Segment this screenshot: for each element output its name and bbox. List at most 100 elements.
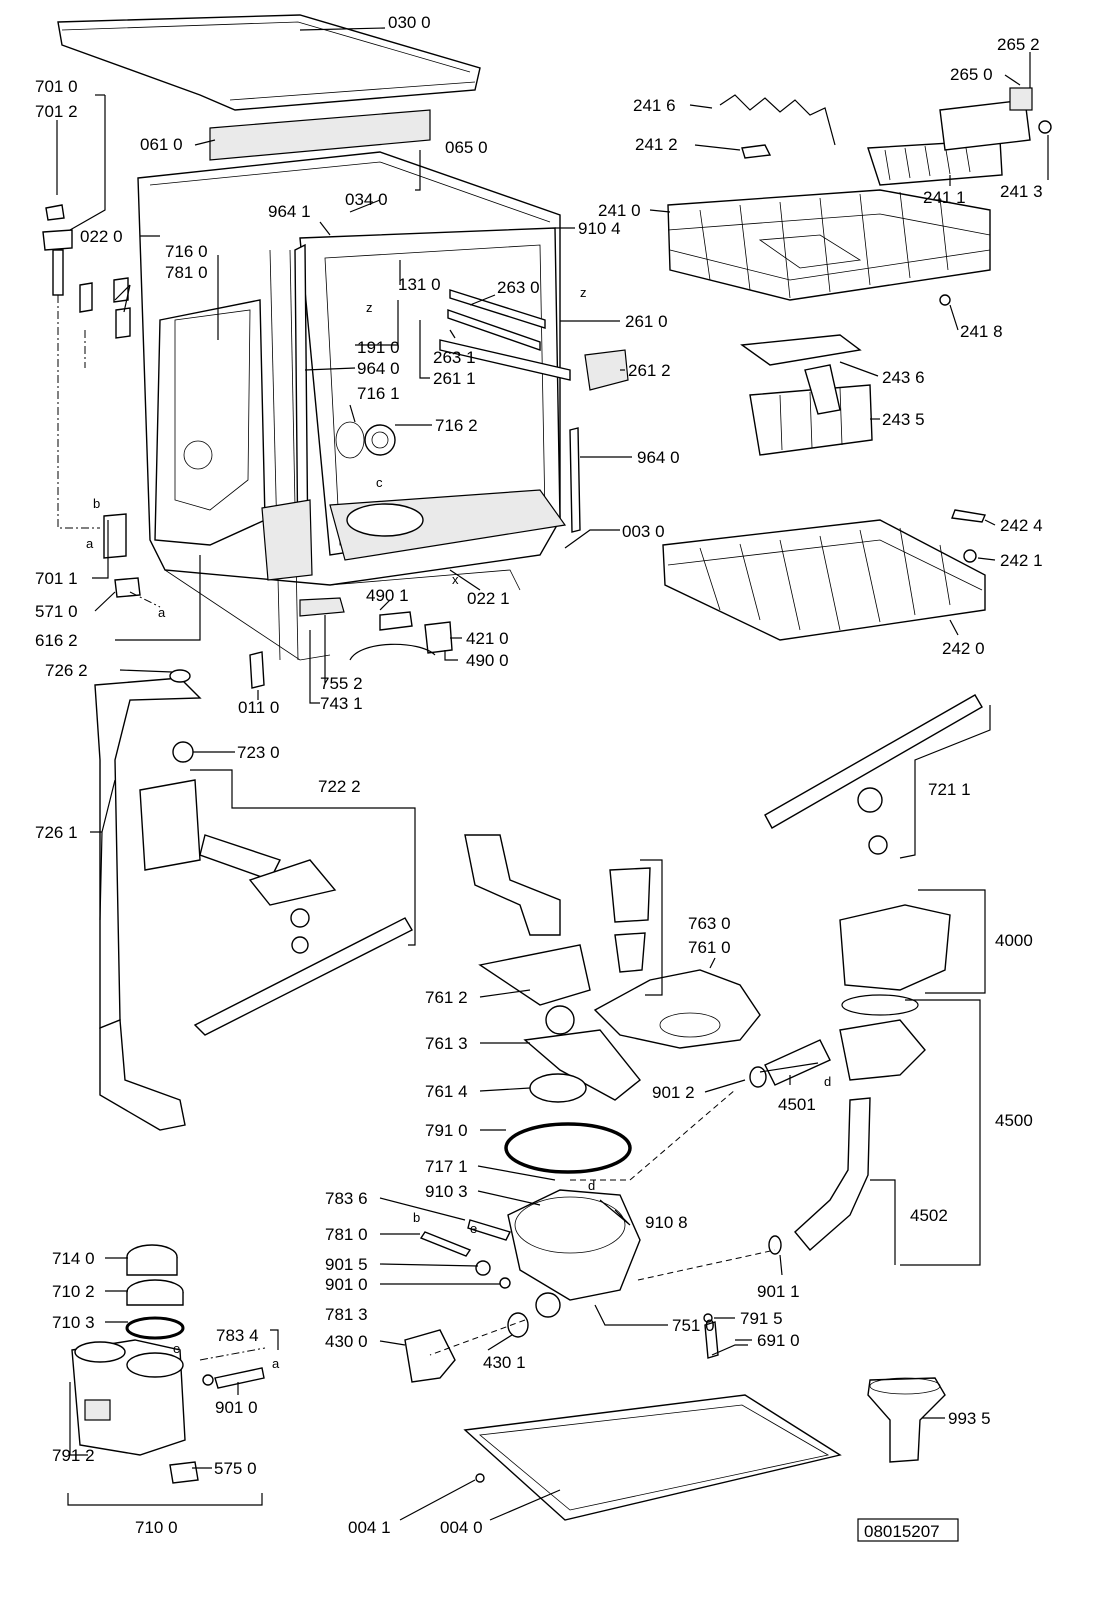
label-616-2: 616 2: [35, 631, 78, 650]
label-910-8: 910 8: [645, 1213, 688, 1232]
spray-pipe: [199, 834, 281, 881]
label-430-1: 430 1: [483, 1353, 526, 1372]
part-901-5: [475, 1260, 491, 1276]
label-717-1: 717 1: [425, 1157, 468, 1176]
letter-d2: d: [588, 1178, 595, 1193]
label-022-1: 022 1: [467, 589, 510, 608]
label-901-0b: 901 0: [215, 1398, 258, 1417]
heater-4000: [839, 904, 951, 991]
label-241-2: 241 2: [635, 135, 678, 154]
heater-4500: [839, 1019, 926, 1081]
letter-a3: a: [272, 1356, 280, 1371]
bellows-4501: [764, 1039, 831, 1086]
label-763-0: 763 0: [688, 914, 731, 933]
label-701-1: 701 1: [35, 569, 78, 588]
clamp-901-0b: [202, 1374, 214, 1386]
part-265-2: [1009, 87, 1033, 111]
letter-x: x: [452, 572, 459, 587]
part-241-2: [741, 144, 772, 159]
inlet-hose-parts: [42, 204, 141, 598]
label-910-4: 910 4: [578, 219, 621, 238]
leader-lines: [56, 27, 1049, 1521]
label-065-0: 065 0: [445, 138, 488, 157]
letter-a2: a: [158, 605, 166, 620]
drain-pipe: [464, 834, 561, 936]
pipe-783-4: [214, 1367, 265, 1389]
pump-430: [404, 1329, 456, 1383]
label-242-0: 242 0: [942, 639, 985, 658]
label-241-0: 241 0: [598, 201, 641, 220]
label-242-4: 242 4: [1000, 516, 1043, 535]
part-241-1: [867, 139, 1003, 186]
label-034-0: 034 0: [345, 190, 388, 209]
sump-751: [507, 1189, 641, 1301]
label-004-1: 004 1: [348, 1518, 391, 1537]
label-243-6: 243 6: [882, 368, 925, 387]
label-964-0a: 964 0: [357, 359, 400, 378]
insulation-strip: [209, 109, 431, 161]
label-4502: 4502: [910, 1206, 948, 1225]
letter-z1: z: [366, 300, 373, 315]
part-901-0: [499, 1277, 511, 1289]
part-labels: 030 0 701 0 701 2 061 0 065 0 034 0 022 …: [35, 13, 1043, 1537]
cutlery-basket: [740, 334, 873, 456]
label-964-0b: 964 0: [637, 448, 680, 467]
label-755-2: 755 2: [320, 674, 363, 693]
label-701-0: 701 0: [35, 77, 78, 96]
label-421-0: 421 0: [466, 629, 509, 648]
label-761-0: 761 0: [688, 938, 731, 957]
riser-pipe-bottom: [99, 1018, 186, 1131]
letter-b1: b: [93, 496, 100, 511]
label-901-5: 901 5: [325, 1255, 368, 1274]
filter-763: [609, 867, 651, 923]
upper-basket: [667, 189, 991, 301]
label-761-3: 761 3: [425, 1034, 468, 1053]
label-241-6: 241 6: [633, 96, 676, 115]
label-781-0: 781 0: [165, 263, 208, 282]
foot-011: [249, 651, 265, 689]
letter-e1: e: [470, 1221, 477, 1236]
label-783-6: 783 6: [325, 1189, 368, 1208]
label-030-0: 030 0: [388, 13, 431, 32]
base-tray: [463, 1394, 842, 1521]
label-4500: 4500: [995, 1111, 1033, 1130]
label-721-1: 721 1: [928, 780, 971, 799]
label-241-1: 241 1: [923, 188, 966, 207]
part-242-1: [963, 549, 977, 563]
part-761-3: [523, 1029, 641, 1101]
screw-004-1: [475, 1473, 485, 1483]
label-791-0: 791 0: [425, 1121, 468, 1140]
label-004-0: 004 0: [440, 1518, 483, 1537]
top-cover: [57, 14, 481, 111]
label-716-1: 716 1: [357, 384, 400, 403]
label-061-0: 061 0: [140, 135, 183, 154]
letter-c: c: [376, 475, 383, 490]
label-242-1: 242 1: [1000, 551, 1043, 570]
part-726-2: [169, 669, 191, 683]
label-901-1: 901 1: [757, 1282, 800, 1301]
label-241-8: 241 8: [960, 322, 1003, 341]
label-575-0: 575 0: [214, 1459, 257, 1478]
lower-spray-arm: [193, 917, 413, 1036]
part-755: [299, 597, 345, 617]
part-490-1: [379, 611, 413, 631]
label-263-0: 263 0: [497, 278, 540, 297]
label-490-1: 490 1: [366, 586, 409, 605]
label-571-0: 571 0: [35, 602, 78, 621]
part-421: [424, 621, 453, 654]
seal-430-1: [507, 1312, 529, 1338]
label-4000: 4000: [995, 931, 1033, 950]
clamp-901-2: [749, 1066, 767, 1088]
upper-spray-arm: [764, 694, 983, 829]
label-751-0: 751 0: [672, 1316, 715, 1335]
label-781-0b: 781 0: [325, 1225, 368, 1244]
label-716-2: 716 2: [435, 416, 478, 435]
part-241-6: [719, 94, 836, 146]
label-726-1: 726 1: [35, 823, 78, 842]
part-691: [704, 1321, 719, 1359]
filter-inner: [614, 932, 646, 973]
label-901-2: 901 2: [652, 1083, 695, 1102]
part-241-8: [939, 294, 951, 306]
label-263-1: 263 1: [433, 348, 476, 367]
